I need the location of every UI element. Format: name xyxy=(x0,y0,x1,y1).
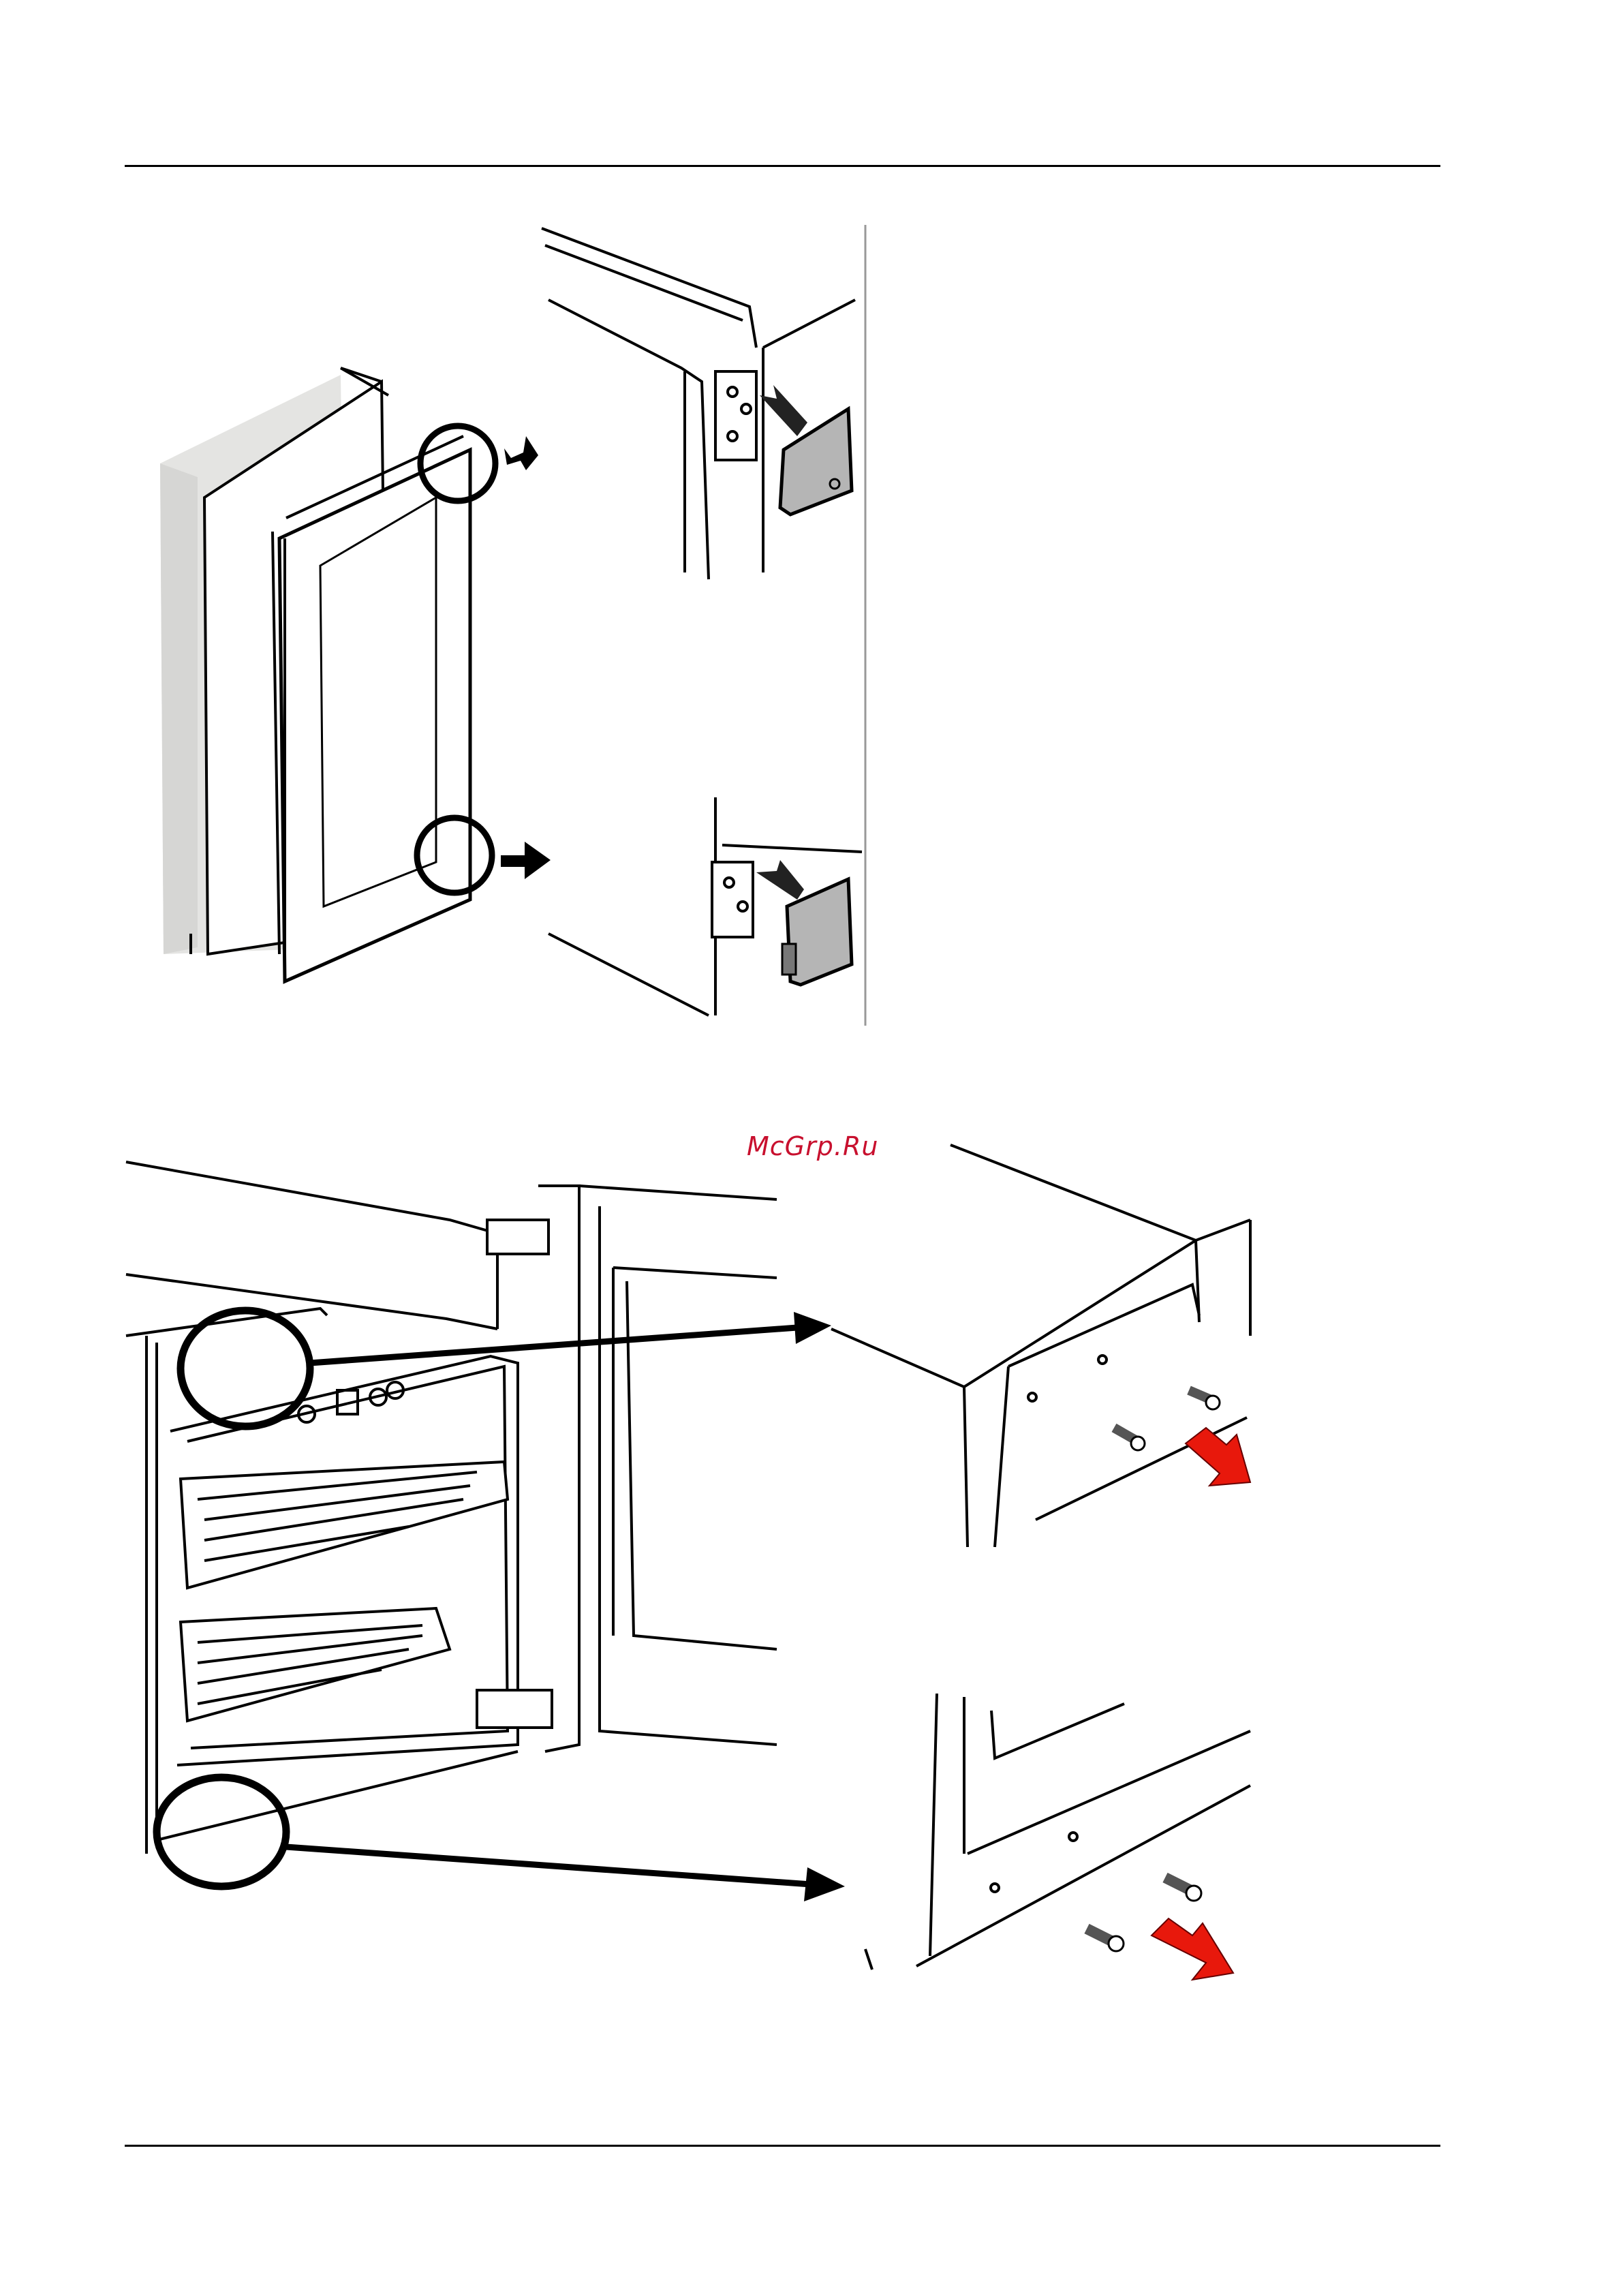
arrow-right-icon xyxy=(794,1312,831,1344)
circle-callout-icon xyxy=(181,1311,310,1426)
footer-rule xyxy=(125,2145,1440,2147)
screw-icon xyxy=(1165,1878,1201,1901)
screw-icon xyxy=(1114,1428,1145,1450)
red-arrow-icon xyxy=(1186,1428,1250,1486)
upper-panel-detail xyxy=(831,1145,1250,1547)
lower-panel-detail xyxy=(865,1694,1250,1970)
screw-icon xyxy=(1189,1390,1220,1409)
circle-callout-icon xyxy=(157,1777,286,1886)
arrow-right-icon xyxy=(804,1867,845,1901)
screw-icon xyxy=(1087,1929,1124,1951)
appliance-open-view xyxy=(126,1162,777,1854)
red-arrow-icon xyxy=(1151,1918,1233,1980)
